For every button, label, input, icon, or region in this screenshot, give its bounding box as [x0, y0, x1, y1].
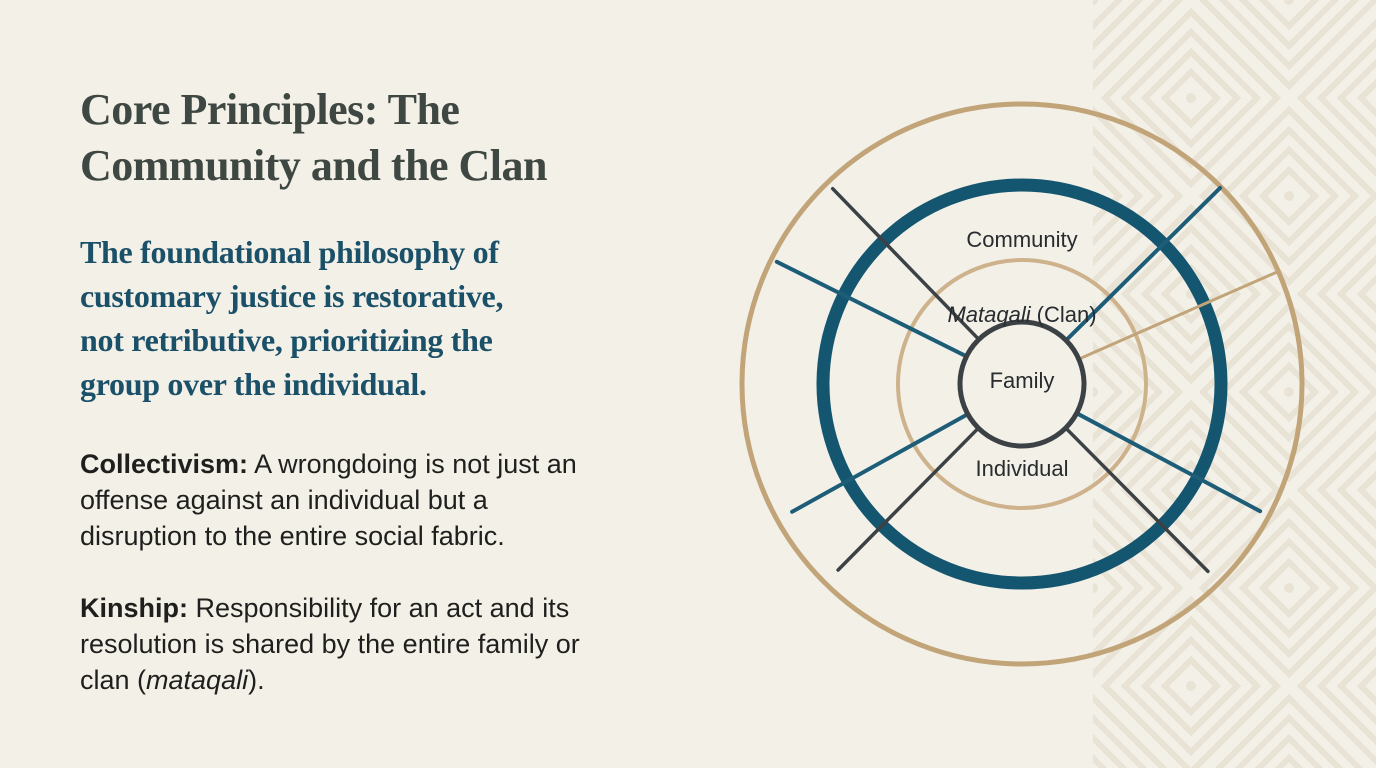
- radiating-lines: [774, 185, 1281, 574]
- point-kinship: Kinship: Responsibility for an act and i…: [80, 590, 708, 698]
- line-teal-left: [774, 259, 968, 358]
- point-kinship-italic-term: mataqali: [146, 665, 249, 695]
- label-family: Family: [990, 368, 1055, 393]
- line-dark-lower-right: [1064, 426, 1210, 574]
- line-teal-upper-right: [1064, 185, 1223, 342]
- point-collectivism-term: Collectivism:: [80, 449, 249, 479]
- line-tan-right: [1078, 269, 1281, 361]
- lead-paragraph: The foundational philosophy of customary…: [80, 230, 708, 406]
- lead-line-3: not retributive, prioritizing the: [80, 322, 493, 358]
- page-title-line-2: Community and the Clan: [80, 141, 547, 190]
- line-teal-lower-right: [1075, 411, 1263, 514]
- page-title: Core Principles: The Community and the C…: [80, 82, 708, 194]
- point-kinship-text-2: resolution is shared by the entire famil…: [80, 629, 580, 659]
- label-community: Community: [966, 227, 1077, 252]
- point-kinship-text-1: Responsibility for an act and its: [188, 593, 570, 623]
- page-title-line-1: Core Principles: The: [80, 85, 460, 134]
- ring-family: [896, 258, 1148, 510]
- point-collectivism-text-1: A wrongdoing is not just an: [248, 449, 577, 479]
- label-clan-italic: Mataqali: [947, 302, 1031, 327]
- label-clan: Mataqali(Clan): [947, 302, 1096, 327]
- text-column: Core Principles: The Community and the C…: [80, 82, 708, 698]
- ring-clan: [816, 178, 1228, 590]
- point-kinship-text-4: ).: [248, 665, 265, 695]
- point-collectivism: Collectivism: A wrongdoing is not just a…: [80, 446, 708, 554]
- label-individual: Individual: [976, 456, 1069, 481]
- point-collectivism-text-3: disruption to the entire social fabric.: [80, 521, 505, 551]
- ring-individual: [957, 319, 1087, 449]
- line-dark-upper-left: [830, 186, 980, 341]
- point-collectivism-text-2: offense against an individual but a: [80, 485, 488, 515]
- label-clan-suffix: (Clan): [1037, 302, 1097, 327]
- lead-line-2: customary justice is restorative,: [80, 278, 504, 314]
- lead-line-1: The foundational philosophy of: [80, 234, 499, 270]
- line-dark-lower-left: [836, 426, 980, 572]
- line-teal-lower-left: [790, 412, 969, 514]
- point-kinship-term: Kinship:: [80, 593, 188, 623]
- concentric-rings-diagram: Community Mataqali(Clan) Family Individu…: [739, 101, 1305, 667]
- point-kinship-text-3: clan (: [80, 665, 147, 695]
- ring-community: [739, 101, 1305, 667]
- lead-line-4: group over the individual.: [80, 366, 427, 402]
